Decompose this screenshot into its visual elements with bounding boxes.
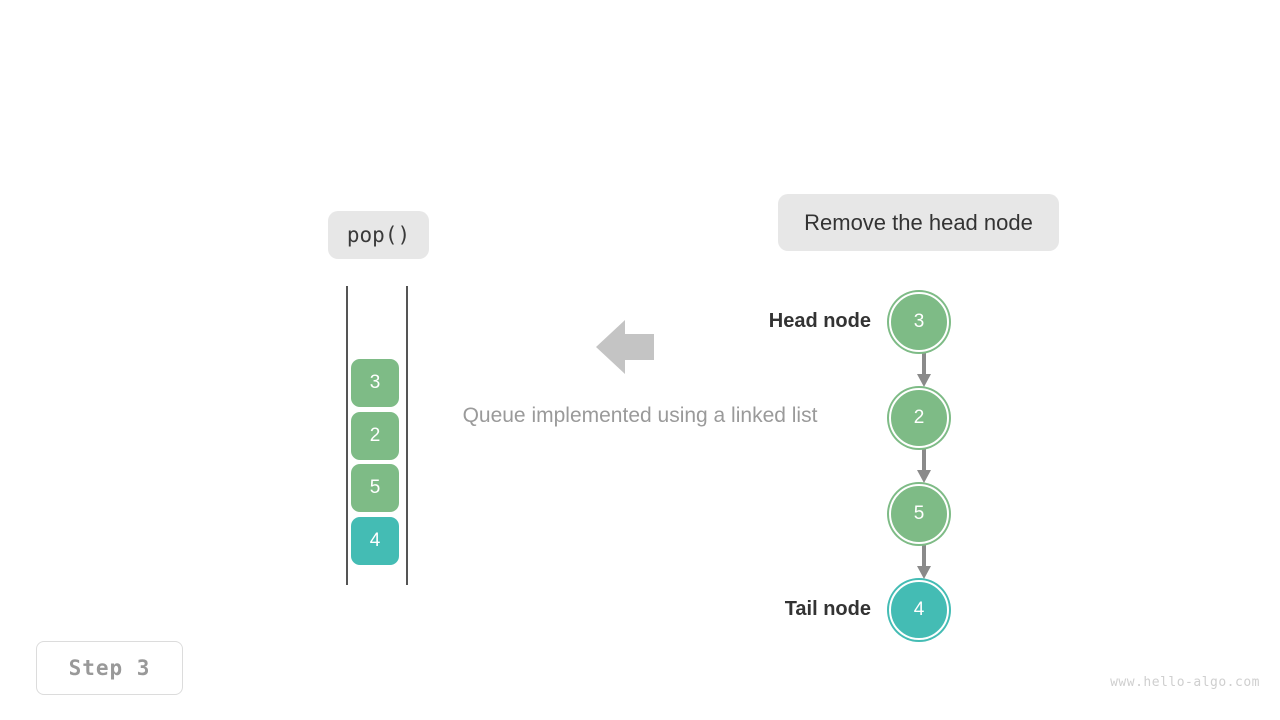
queue-cell: 4 [351, 517, 399, 565]
queue-cell: 2 [351, 412, 399, 460]
step-badge: Step 3 [36, 641, 183, 695]
queue-rail-right [406, 286, 408, 585]
link-arrow-icon [917, 352, 931, 387]
tail-node-label: Tail node [784, 598, 871, 620]
watermark: www.hello-algo.com [1110, 675, 1260, 690]
queue-cell: 5 [351, 464, 399, 512]
queue-cell: 3 [351, 359, 399, 407]
list-node: 5 [889, 484, 949, 544]
operation-label: pop() [328, 211, 429, 259]
left-arrow-icon [596, 320, 654, 374]
list-node: 3 [889, 292, 949, 352]
link-arrow-icon [917, 544, 931, 579]
action-description-label: Remove the head node [778, 194, 1059, 251]
list-node: 2 [889, 388, 949, 448]
diagram-caption: Queue implemented using a linked list [462, 404, 818, 427]
head-node-label: Head node [768, 310, 871, 332]
link-arrow-icon [917, 448, 931, 483]
queue-rail-left [346, 286, 348, 585]
list-node: 4 [889, 580, 949, 640]
